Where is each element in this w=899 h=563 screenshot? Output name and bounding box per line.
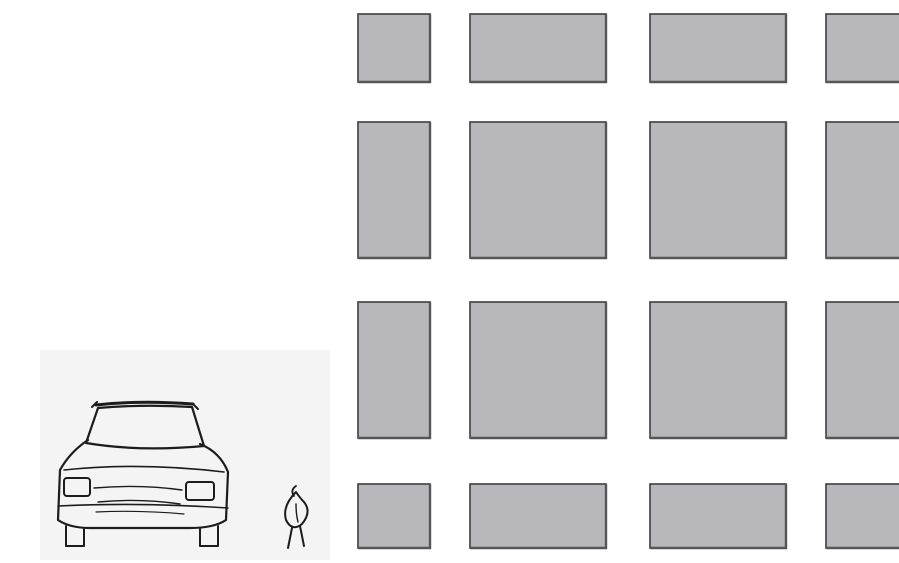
city-block-r3-c1	[358, 302, 430, 438]
city-block-r1-c3	[650, 14, 786, 82]
city-block-r3-c4	[826, 302, 899, 438]
city-block-r3-c2	[470, 302, 606, 438]
city-block-r4-c4	[826, 484, 899, 548]
city-block-r3-c3	[650, 302, 786, 438]
city-block-grid	[358, 14, 899, 548]
city-block-r4-c1	[358, 484, 430, 548]
city-block-r2-c2	[470, 122, 606, 258]
city-block-r2-c3	[650, 122, 786, 258]
city-block-r2-c1	[358, 122, 430, 258]
city-block-r1-c4	[826, 14, 899, 82]
city-block-r4-c3	[650, 484, 786, 548]
city-block-r2-c4	[826, 122, 899, 258]
city-block-r1-c1	[358, 14, 430, 82]
sketch-panel	[40, 350, 330, 560]
city-block-r1-c2	[470, 14, 606, 82]
city-block-r4-c2	[470, 484, 606, 548]
